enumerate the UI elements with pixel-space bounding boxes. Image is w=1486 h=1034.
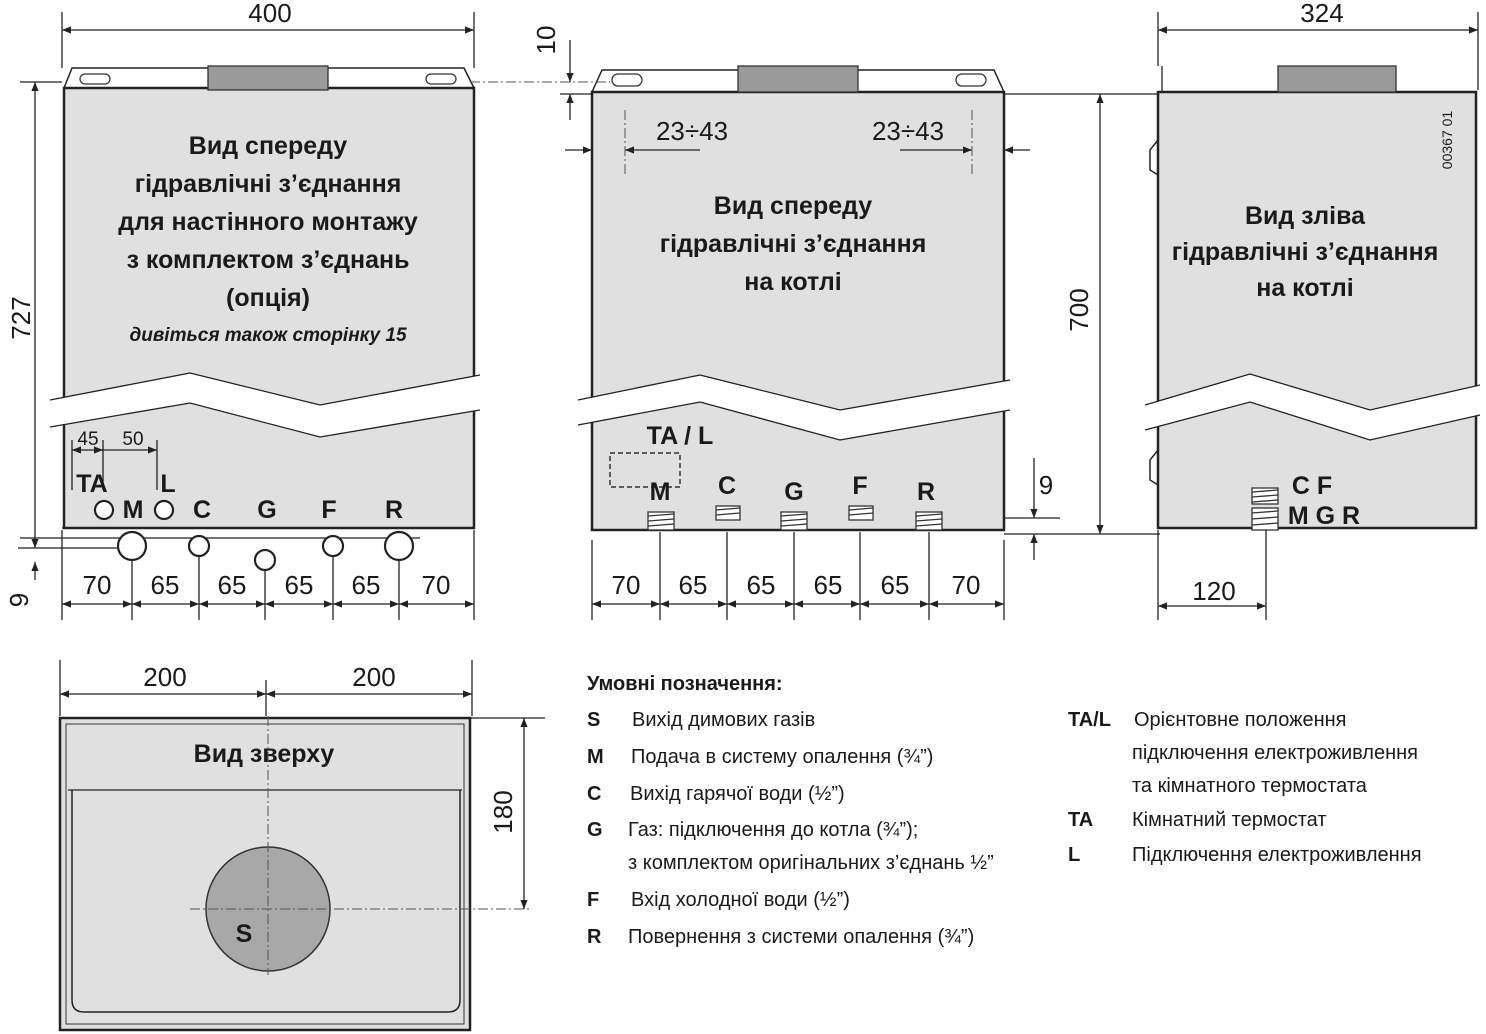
- pipe-c: [187, 534, 211, 558]
- legend-text-l: Підключення електроживлення: [1132, 844, 1422, 866]
- legend-code-l: L: [1068, 844, 1080, 866]
- front-mount-label-m: M: [123, 496, 144, 524]
- left-view-title-1: Вид зліва: [1245, 202, 1366, 230]
- front-boiler-label-r: R: [917, 478, 935, 506]
- legend-text-ta-l-3: та кімнатного термостата: [1132, 775, 1368, 797]
- legend-code-f: F: [587, 889, 599, 911]
- front-mount-ta-offset: 45: [77, 429, 98, 450]
- front-mount-bottom-offset: 9: [4, 593, 34, 607]
- front-boiler-label-g: G: [784, 478, 803, 506]
- front-mount-title-5: (опція): [226, 284, 310, 312]
- front-boiler-view: 10 23÷43 23÷43 Вид спереду гідравлічні з…: [470, 26, 1160, 620]
- front-boiler-spacing-4: 65: [814, 570, 843, 600]
- top-view: 200 200 Вид зверху S 180: [58, 660, 545, 1032]
- front-mount-label-ta: TA: [76, 470, 107, 498]
- legend-code-m: M: [587, 746, 604, 768]
- legend-code-g: G: [587, 819, 603, 841]
- legend-code-s: S: [587, 709, 600, 731]
- front-mount-width: 400: [248, 0, 291, 28]
- pipe-m: [116, 530, 148, 562]
- front-mount-view: 400 727 9 45 50 TA L M C G F R: [4, 0, 481, 620]
- front-mount-panel: [62, 86, 476, 530]
- left-view-title-2: гідравлічні з’єднання: [1172, 238, 1439, 266]
- left-view-labels-row1: C F: [1292, 472, 1332, 500]
- front-mount-spacing-2: 65: [151, 570, 180, 600]
- front-mount-spacing-3: 65: [218, 570, 247, 600]
- legend-code-r: R: [587, 926, 602, 948]
- front-boiler-top-offset: 10: [531, 26, 561, 55]
- front-boiler-left-range: 23÷43: [656, 116, 728, 146]
- top-view-depth: 180: [488, 790, 518, 833]
- left-view-depth-offset: 120: [1192, 576, 1235, 606]
- legend-text-c: Вихід гарячої води (½”): [630, 783, 845, 805]
- legend-text-g-2: з комплектом оригінальних з’єднань ½”: [628, 852, 994, 874]
- pipe-f: [321, 534, 345, 558]
- legend-text-g-1: Газ: підключення до котла (¾”);: [628, 819, 918, 841]
- front-mount-spacing-6: 70: [422, 570, 451, 600]
- legend-code-ta: TA: [1068, 809, 1093, 831]
- front-mount-label-r: R: [385, 496, 403, 524]
- front-boiler-title-1: Вид спереду: [714, 192, 872, 220]
- front-mount-height: 727: [6, 296, 36, 339]
- front-boiler-title-3: на котлі: [744, 268, 842, 296]
- front-boiler-spacing-1: 70: [612, 570, 641, 600]
- front-mount-title-3: для настінного монтажу: [118, 208, 418, 236]
- left-view-labels-row2: M G R: [1288, 502, 1360, 530]
- front-boiler-panel: [590, 90, 1006, 532]
- front-mount-title-2: гідравлічні з’єднання: [135, 170, 402, 198]
- top-view-left-width: 200: [143, 662, 186, 692]
- front-mount-title-1: Вид спереду: [189, 132, 347, 160]
- left-view-width: 324: [1300, 0, 1343, 28]
- legend-text-ta-l-2: підключення електроживлення: [1132, 742, 1418, 764]
- front-boiler-label-c: C: [718, 472, 736, 500]
- front-mount-label-g: G: [257, 496, 276, 524]
- front-mount-spacing-4: 65: [285, 570, 314, 600]
- legend-text-s: Вихід димових газів: [632, 709, 815, 731]
- front-boiler-spacing-5: 65: [881, 570, 910, 600]
- legend-code-ta-l: TA/L: [1068, 709, 1111, 731]
- front-boiler-ta-l: TA / L: [647, 422, 714, 450]
- left-view-panel: [1156, 90, 1478, 530]
- front-mount-title-4: з комплектом з’єднань: [127, 246, 410, 274]
- legend-text-f: Вхід холодної води (½”): [631, 889, 850, 911]
- pipe-g: [253, 548, 277, 572]
- front-boiler-spacing-3: 65: [747, 570, 776, 600]
- front-mount-label-l: L: [160, 470, 175, 498]
- front-boiler-label-m: M: [650, 478, 671, 506]
- legend-text-ta: Кімнатний термостат: [1132, 809, 1327, 831]
- front-boiler-height: 700: [1064, 288, 1094, 331]
- front-boiler-title-2: гідравлічні з’єднання: [660, 230, 927, 258]
- front-boiler-right-range: 23÷43: [872, 116, 944, 146]
- front-mount-l-offset: 50: [122, 429, 143, 450]
- top-view-right-width: 200: [352, 662, 395, 692]
- left-view-title-3: на котлі: [1256, 274, 1354, 302]
- front-boiler-spacing-2: 65: [679, 570, 708, 600]
- top-view-flue-label: S: [236, 920, 253, 948]
- front-mount-spacing-5: 65: [352, 570, 381, 600]
- front-mount-label-f: F: [321, 496, 336, 524]
- front-boiler-spacing-6: 70: [952, 570, 981, 600]
- legend-title: Умовні позначення:: [587, 673, 783, 695]
- left-view: 324 00367 01 Вид зліва гідравлічні з’єдн…: [1144, 0, 1481, 620]
- legend-text-r: Повернення з системи опалення (¾”): [628, 926, 974, 948]
- legend-text-m: Подача в систему опалення (¾”): [631, 746, 933, 768]
- legend: Умовні позначення: S Вихід димових газів…: [587, 673, 1422, 948]
- front-mount-spacing-1: 70: [83, 570, 112, 600]
- front-boiler-bottom-offset: 9: [1039, 470, 1053, 500]
- legend-text-ta-l-1: Орієнтовне положення: [1134, 709, 1347, 731]
- front-mount-note: дивіться також сторінку 15: [129, 325, 406, 346]
- front-boiler-label-f: F: [852, 472, 867, 500]
- front-mount-label-c: C: [193, 496, 211, 524]
- left-view-code: 00367 01: [1439, 111, 1455, 170]
- legend-code-c: C: [587, 783, 601, 805]
- top-view-title: Вид зверху: [194, 740, 335, 768]
- pipe-r: [383, 530, 415, 562]
